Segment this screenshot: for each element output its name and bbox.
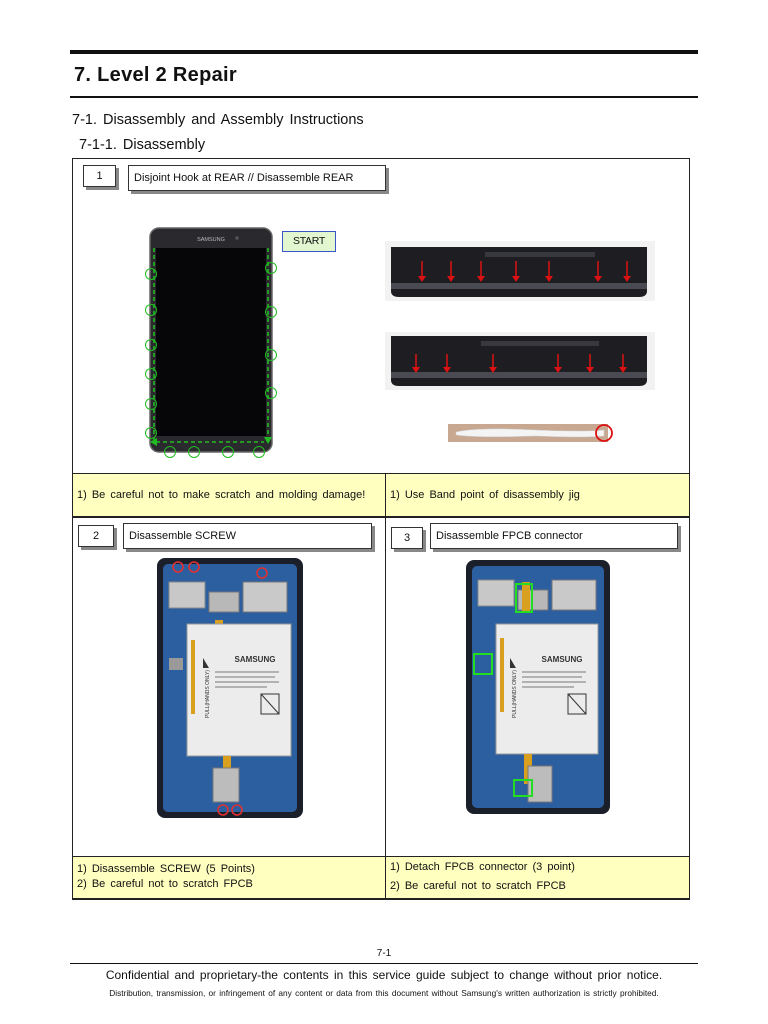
step-1-label: Disjoint Hook at REAR // Disassemble REA…: [128, 165, 386, 191]
battery-fineprint: [215, 671, 279, 688]
battery-tape: [500, 638, 504, 712]
camera-icon: [235, 236, 239, 240]
instruction-table: [72, 158, 690, 900]
top-rule: [70, 50, 698, 54]
tablet-front-figure: SAMSUNG: [145, 227, 277, 458]
note-line: 2) Be careful not to scratch FPCB: [77, 878, 253, 890]
step-3-number: 3: [391, 527, 423, 549]
pry-arrows: [412, 354, 627, 373]
usb-port: [212, 767, 240, 803]
sim-slot: [168, 581, 206, 609]
confidential-notice: Confidential and proprietary-the content…: [105, 968, 663, 982]
pry-path: [153, 248, 269, 443]
shield-can: [242, 581, 288, 613]
tablet-edge-figure-1: [385, 241, 655, 301]
start-label: START: [282, 231, 336, 252]
battery-pull-text: PULL(HANDS ONLY): [512, 670, 518, 718]
shield-can: [208, 591, 240, 613]
subsubsection-heading: 7-1-1. Disassembly: [79, 137, 206, 153]
table-divider: [72, 517, 690, 518]
note-line: 1) Use Band point of disassembly jig: [390, 489, 580, 501]
tablet-seam: [391, 372, 647, 378]
footer-rule: [70, 963, 698, 964]
battery: [186, 623, 292, 757]
tablet-internal-figure-connectors: SAMSUNG PULL(HANDS ONLY): [466, 560, 610, 814]
usb-port: [527, 765, 553, 803]
battery-tape: [191, 640, 195, 714]
hook-markers: [145, 262, 277, 458]
section-title: 7. Level 2 Repair: [74, 64, 237, 86]
step-3-notes: 1) Detach FPCB connector (3 point) 2) Be…: [386, 856, 689, 899]
reflection: [485, 252, 595, 257]
step-2-label: Disassemble SCREW: [123, 523, 372, 549]
table-divider: [385, 473, 386, 900]
recycle-bin-icon-cross: [567, 693, 587, 715]
screw-markers: [172, 561, 268, 816]
disassembly-jig-figure: [448, 424, 613, 442]
battery-brand: SAMSUNG: [542, 655, 583, 664]
title-rule: [70, 96, 698, 98]
shield-can: [551, 579, 597, 611]
step-1-number: 1: [83, 165, 116, 187]
step-2-notes: 1) Disassemble SCREW (5 Points) 2) Be ca…: [73, 856, 385, 899]
recycle-bin-icon: [260, 693, 280, 715]
subsection-heading: 7-1. Disassembly and Assembly Instructio…: [72, 112, 364, 128]
recycle-bin-icon-cross: [260, 693, 280, 715]
arrow-down-icon: [264, 437, 272, 444]
battery-logo: [510, 658, 516, 668]
sim-slot: [477, 579, 515, 607]
tablet-seam: [391, 283, 647, 289]
battery-brand: SAMSUNG: [235, 655, 276, 664]
step-2-number: 2: [78, 525, 114, 547]
tablet-internal-figure-screws: SAMSUNG PULL(HANDS ONLY): [157, 558, 303, 818]
step-1-note-left: 1) Be careful not to make scratch and mo…: [73, 473, 385, 517]
step-1-note-right: 1) Use Band point of disassembly jig: [386, 473, 689, 517]
note-line: 1) Detach FPCB connector (3 point): [390, 861, 575, 873]
connector-markers: [473, 583, 533, 797]
connector: [169, 658, 183, 670]
recycle-bin-icon: [567, 693, 587, 715]
tablet-brand-text: SAMSUNG: [197, 237, 225, 243]
battery-pull-text: PULL(HANDS ONLY): [205, 670, 211, 718]
band-point-marker: [595, 424, 613, 442]
note-line: 1) Disassemble SCREW (5 Points): [77, 863, 255, 875]
jig-tool: [455, 428, 605, 438]
pry-arrows: [418, 261, 631, 282]
step-3-label: Disassemble FPCB connector: [430, 523, 678, 549]
tablet-screen: [156, 248, 266, 436]
tablet-edge-figure-2: [385, 332, 655, 390]
fpcb-cable: [223, 756, 231, 770]
distribution-notice: Distribution, transmission, or infringem…: [109, 988, 659, 998]
fpcb-cable: [522, 582, 530, 612]
note-line: 2) Be careful not to scratch FPCB: [390, 880, 566, 892]
battery-fineprint: [522, 671, 586, 688]
note-line: 1) Be careful not to make scratch and mo…: [77, 489, 366, 501]
arrow-left-icon: [150, 438, 157, 446]
battery: [495, 623, 599, 755]
battery-logo: [203, 658, 209, 668]
page-number: 7-1: [376, 948, 392, 959]
reflection: [481, 341, 599, 346]
